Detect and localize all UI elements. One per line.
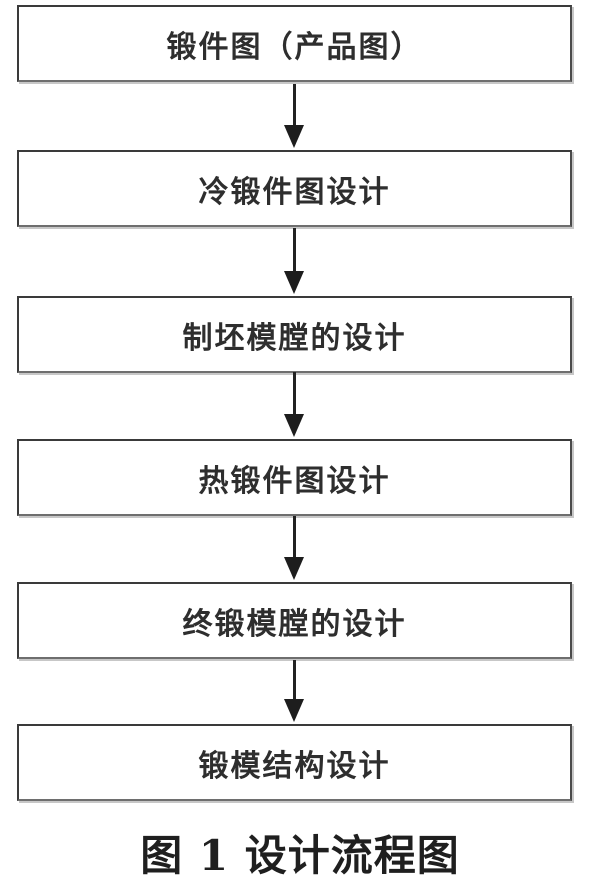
figure-caption: 图 1 设计流程图: [140, 831, 460, 880]
flow-box-cold-forging-design: 冷锻件图设计: [17, 150, 572, 227]
flow-box-blank-die-cavity-design: 制坯模膛的设计: [17, 296, 572, 373]
arrow-shaft: [292, 228, 296, 271]
flow-box-label: 冷锻件图设计: [198, 174, 391, 210]
arrow-down-icon: [283, 228, 305, 294]
flow-box-forging-drawing: 锻件图（产品图）: [17, 5, 572, 82]
arrow-head: [284, 271, 304, 294]
flow-box-label: 热锻件图设计: [198, 463, 391, 499]
flow-box-label: 锻模结构设计: [198, 748, 391, 784]
arrow-shaft: [292, 516, 296, 557]
arrow-head: [284, 699, 304, 722]
arrow-head: [284, 557, 304, 580]
arrow-down-icon: [283, 84, 305, 148]
flow-box-label: 锻件图（产品图）: [166, 29, 423, 65]
flow-box-label: 制坯模膛的设计: [182, 320, 407, 356]
arrow-head: [284, 414, 304, 437]
arrow-down-icon: [283, 516, 305, 580]
arrow-shaft: [292, 84, 296, 125]
arrow-shaft: [292, 372, 296, 414]
flow-box-final-die-cavity-design: 终锻模膛的设计: [17, 582, 572, 659]
arrow-shaft: [292, 660, 296, 699]
flow-box-die-structure-design: 锻模结构设计: [17, 724, 572, 801]
arrow-down-icon: [283, 372, 305, 437]
flow-box-label: 终锻模膛的设计: [182, 606, 407, 642]
arrow-head: [284, 125, 304, 148]
flow-box-hot-forging-design: 热锻件图设计: [17, 439, 572, 516]
arrow-down-icon: [283, 660, 305, 722]
